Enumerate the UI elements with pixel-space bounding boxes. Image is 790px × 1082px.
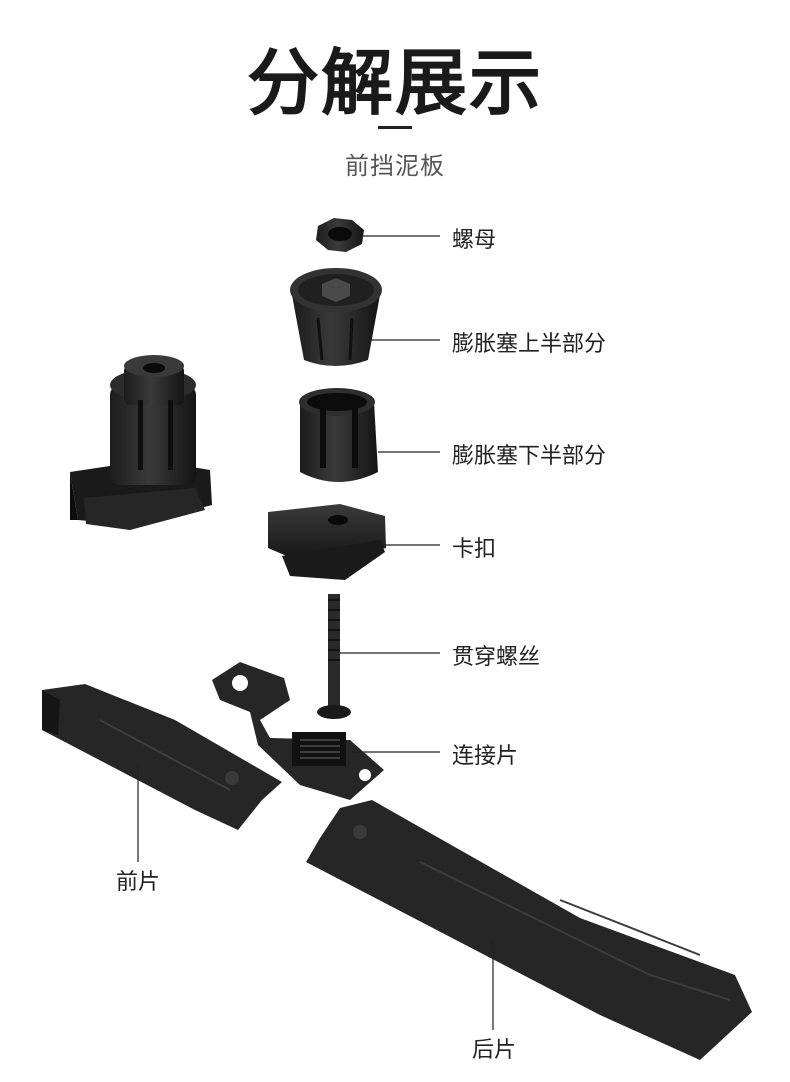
page-title: 分解展示 [246,41,543,125]
label-clip: 卡扣 [452,537,497,562]
connector-piece-image [212,662,384,800]
label-front-piece: 前片 [116,870,161,895]
nut-image [316,218,364,252]
expansion-plug-lower-image [299,388,378,482]
assembled-mount-image [70,355,212,530]
expansion-plug-upper-image [290,268,382,366]
through-screw-image [317,594,351,719]
rear-piece-image [306,800,752,1060]
label-rear-piece: 后片 [472,1038,517,1063]
label-connector: 连接片 [452,744,519,769]
leader-lines [137,235,494,1030]
label-nut: 螺母 [452,228,497,253]
label-expansion-plug-upper: 膨胀塞上半部分 [452,332,607,357]
clip-image [268,504,386,580]
label-through-screw: 贯穿螺丝 [452,645,541,670]
page-subtitle: 前挡泥板 [345,152,445,180]
front-piece-image [42,684,282,830]
title-divider [378,126,412,129]
label-expansion-plug-lower: 膨胀塞下半部分 [452,444,607,469]
